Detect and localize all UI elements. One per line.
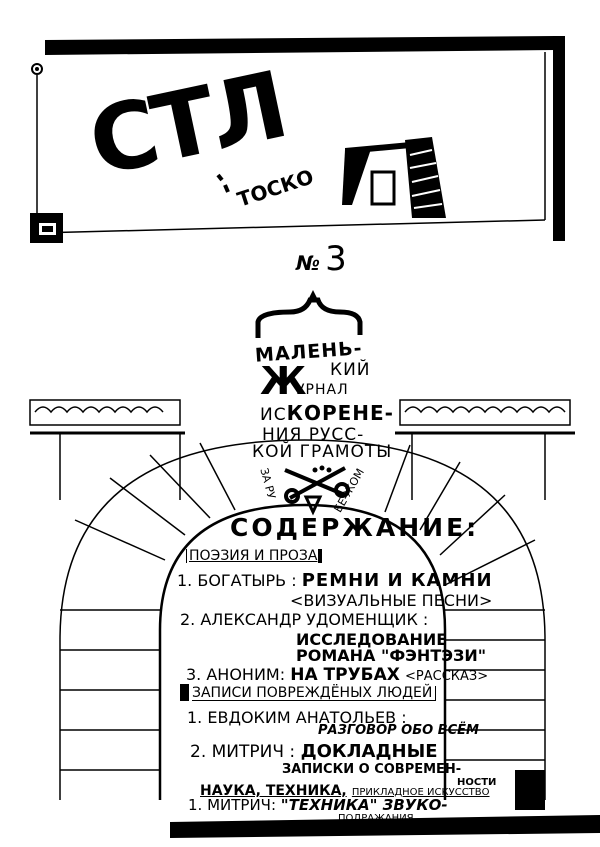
toc-work-cont: ЗАПИСКИ О СОВРЕМЕН- bbox=[282, 762, 462, 777]
emblem-crossed-tools bbox=[284, 466, 350, 504]
toc-author: 1. БОГАТЫРЬ : bbox=[177, 571, 297, 590]
left-column bbox=[29, 399, 185, 500]
toc-item: 1. ЕВДОКИМ АНАТОЛЬЕВ : bbox=[187, 708, 407, 727]
section-title-poetry: ПОЭЗИЯ И ПРОЗА bbox=[186, 549, 323, 563]
toc-work: НА ТРУБАХ bbox=[290, 665, 400, 685]
subtitle-line6: КОЙ ГРАМОТЫ bbox=[252, 442, 393, 462]
subtitle-line4b: КОРЕНЕ- bbox=[286, 401, 394, 425]
toc-item: 1. БОГАТЫРЬ : РЕМНИ И КАМНИ bbox=[177, 572, 493, 590]
toc-item: 2. АЛЕКСАНДР УДОМЕНЩИК : bbox=[180, 610, 429, 629]
issue-value: 3 bbox=[325, 239, 347, 279]
logo-dots bbox=[216, 173, 230, 193]
issue-label: № bbox=[296, 251, 321, 275]
toc-author: 1. МИТРИЧ: bbox=[188, 796, 277, 814]
toc-author: 3. АНОНИМ: bbox=[186, 665, 286, 684]
frame-bottom-line bbox=[36, 219, 546, 234]
toc-work: ДОКЛАДНЫЕ bbox=[300, 741, 438, 762]
contents-heading: СОДЕРЖАНИЕ: bbox=[230, 513, 480, 542]
hut-drawing bbox=[342, 137, 446, 218]
toc-work: РАЗГОВОР ОБО ВСЁМ bbox=[318, 723, 479, 738]
toc-work: РЕМНИ И КАМНИ bbox=[301, 570, 493, 591]
toc-item: 1. МИТРИЧ: "ТЕХНИКА" ЗВУКО- bbox=[188, 798, 448, 813]
section-marker-block bbox=[180, 684, 189, 701]
ring-icon bbox=[31, 63, 43, 75]
subtitle-line4a: ИС bbox=[260, 405, 287, 425]
section-title-science-main: НАУКА, ТЕХНИКА, bbox=[200, 783, 347, 799]
toc-work-cont2: НОСТИ bbox=[457, 777, 497, 788]
toc-note: <ВИЗУАЛЬНЫЕ ПЕСНИ> bbox=[290, 591, 493, 610]
subtitle-line4: ИСКОРЕНЕ- bbox=[260, 403, 394, 424]
section-title-science: НАУКА, ТЕХНИКА, ПРИКЛАДНОЕ ИСКУССТВО bbox=[200, 782, 490, 798]
toc-item: 2. МИТРИЧ : ДОКЛАДНЫЕ bbox=[190, 743, 438, 761]
toc-item: 3. АНОНИМ: НА ТРУБАХ <РАССКАЗ> bbox=[186, 667, 488, 684]
stone-arch bbox=[59, 439, 546, 800]
subtitle-line2: КИЙ bbox=[330, 360, 371, 380]
toc-note: <РАССКАЗ> bbox=[405, 669, 489, 684]
toc-author: 2. МИТРИЧ : bbox=[190, 742, 296, 762]
bottom-black-bar bbox=[170, 815, 600, 838]
right-black-bar bbox=[553, 36, 565, 241]
toc-work: "ТЕХНИКА" ЗВУКО- bbox=[280, 796, 448, 814]
dome-spire bbox=[308, 290, 318, 300]
issue-number: № 3 bbox=[296, 242, 347, 276]
toc-work: ИССЛЕДОВАНИЕ bbox=[296, 630, 448, 649]
emblem-triangle bbox=[303, 495, 323, 516]
corner-black-block bbox=[515, 770, 545, 810]
right-column bbox=[395, 399, 575, 500]
dome-brace bbox=[255, 297, 363, 338]
subtitle-big-letter: Ж bbox=[260, 359, 307, 403]
subtitle-line5: НИЯ РУСС- bbox=[262, 425, 365, 445]
top-black-bar bbox=[45, 36, 555, 55]
toc-work-cont: РОМАНА "ФЭНТЭЗИ" bbox=[296, 646, 487, 665]
subtitle-line3: УРНАЛ bbox=[296, 382, 349, 398]
section-title-science-sub: ПРИКЛАДНОЕ ИСКУССТВО bbox=[351, 787, 490, 798]
section-title-records: ЗАПИСИ ПОВРЕЖДЁНЫХ ЛЮДЕЙ bbox=[192, 686, 437, 701]
toc-work-cont: ПОДРАЖАНИЯ bbox=[338, 813, 414, 824]
